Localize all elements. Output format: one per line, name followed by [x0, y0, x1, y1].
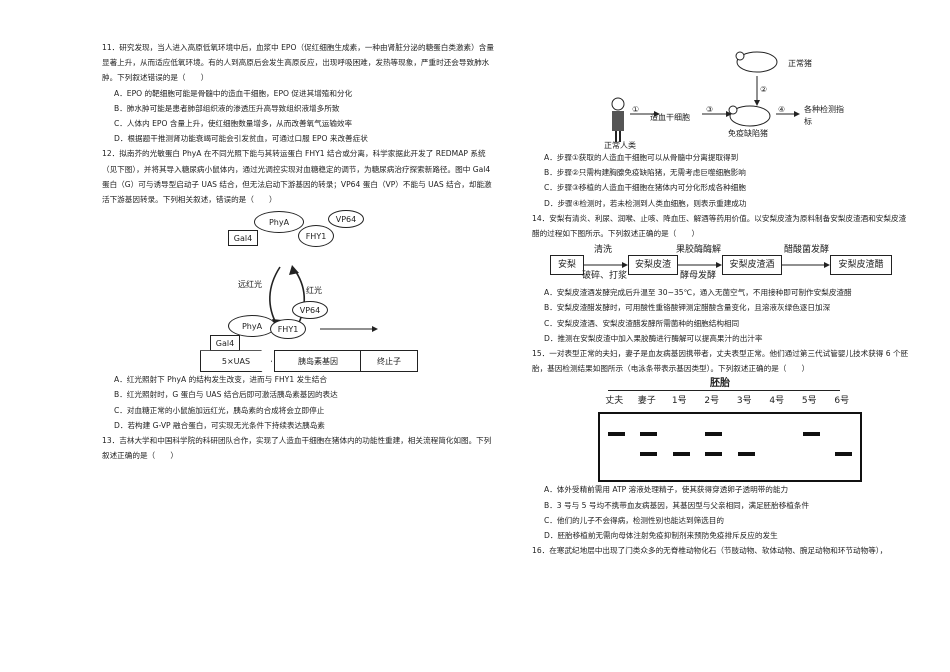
gel-band-top: [705, 432, 723, 437]
embryo-bracket: [608, 390, 840, 399]
lane-label: 6号: [834, 396, 850, 407]
option-d: D．根据题干推测肾功能衰竭可能会引发贫血，可通过口服 EPO 来改善症状: [114, 134, 368, 144]
pear-process-figure: 安梨 清洗 破碎、打浆 安梨皮渣 果胶酶酶解 酵母发酵 安梨皮渣酒 醋酸菌发酵 …: [532, 241, 912, 285]
acetic-label: 醋酸菌发酵: [784, 245, 830, 256]
option-a: A．安梨皮渣酒发酵完成后升温至 30~35℃，通入无菌空气，不用接种即可制作安梨…: [544, 288, 852, 298]
hsc-label: 造血干细胞: [650, 113, 690, 122]
option-b: B．安梨皮渣醋发酵时，可用酸性重铬酸钾测定醋酸含量变化，且溶液灰绿色逐日加深: [544, 303, 831, 313]
question-13: 13．吉林大学和中国科学院的科研团队合作，实现了人造血干细胞在猪体内的功能性重建…: [102, 433, 497, 463]
question-stem: 13．吉林大学和中国科学院的科研团队合作，实现了人造血干细胞在猪体内的功能性重建…: [102, 436, 492, 461]
option-c: C．人体内 EPO 含量上升，使红细胞数量增多，从而改善氧气运输效率: [114, 119, 353, 129]
lane-label: 丈夫: [605, 396, 624, 407]
gel-band-top: [640, 432, 658, 437]
pear-box: 安梨: [550, 255, 584, 276]
transplant-drawing: [611, 51, 800, 142]
red-light-label: 红光: [306, 286, 322, 296]
option-d: D．推测在安梨皮渣中加入果胶酶进行酶解可以提高果汁的出汁率: [544, 333, 763, 343]
question-11: 11．研究发现，当人进入高原低氧环境中后，血浆中 EPO（促红细胞生成素，一种由…: [102, 40, 497, 146]
option-b: B．3 号与 5 号均不携带血友病基因，其基因型与父亲相同，满足胚胎移植条件: [544, 500, 810, 510]
gal4-protein-top: Gal4: [228, 230, 258, 247]
vp64-protein-bottom: VP64: [292, 301, 328, 320]
question-stem: 11．研究发现，当人进入高原低氧环境中后，血浆中 EPO（促红细胞生成素，一种由…: [102, 43, 494, 83]
lane-label: 1号: [671, 396, 687, 407]
redmap-figure: PhyA VP64 FHY1 Gal4 远红光 红光 VP64 PhyA FHY…: [102, 207, 497, 373]
option-a: A．EPO 的靶细胞可能是骨髓中的造血干细胞，EPO 促进其增殖和分化: [114, 88, 353, 98]
far-red-light-label: 远红光: [238, 280, 262, 290]
gel-band-bottom: [672, 452, 690, 457]
phya-protein-top: PhyA: [254, 211, 304, 234]
question-12: 12．拟南芥的光敏蛋白 PhyA 在不同光照下能与其转运蛋白 FHY1 结合或分…: [102, 146, 497, 433]
gal4-protein-bottom: Gal4: [210, 335, 240, 352]
wash-label: 清洗: [594, 245, 613, 256]
step4-label: ④: [778, 105, 786, 114]
step2-label: ②: [760, 85, 768, 94]
right-column: 正常猪 正常人类 ① 造血干细胞 ③ ② 免疫缺陷猪 ④ 各种检测指标 A．步骤…: [532, 42, 912, 558]
gel-band-bottom: [640, 452, 658, 457]
embryo-title: 胚胎: [710, 378, 730, 390]
gel-box: [598, 412, 862, 483]
crush-label: 破碎、打浆: [582, 271, 628, 282]
question-stem: 16．在寒武纪地层中出现了门类众多的无脊椎动物化石（节肢动物、软体动物、腕足动物…: [532, 546, 888, 556]
lane-labels: 丈夫 妻子 1号 2号 3号 4号 5号 6号: [598, 394, 858, 408]
gel-band-top: [607, 432, 625, 437]
normal-pig-label: 正常猪: [788, 59, 812, 68]
option-a: A．红光照射下 PhyA 的结构发生改变，进而与 FHY1 发生结合: [114, 375, 327, 385]
electrophoresis-figure: 胚胎 丈夫 妻子 1号 2号 3号 4号 5号 6号: [532, 376, 912, 483]
option-b: B．红光照射时，G 蛋白与 UAS 结合后即可激活胰岛素基因的表达: [114, 390, 338, 400]
option-c: C．对血糖正常的小鼠施加远红光，胰岛素的合成将会立即停止: [114, 405, 325, 415]
pomace-wine-box: 安梨皮渣酒: [722, 255, 782, 276]
hsc-transplant-figure: 正常猪 正常人类 ① 造血干细胞 ③ ② 免疫缺陷猪 ④ 各种检测指标: [532, 42, 912, 150]
gel-band-top: [802, 432, 820, 437]
lane-label: 5号: [801, 396, 817, 407]
lane-label: 妻子: [637, 396, 656, 407]
option-b: B．肺水肿可能是患者肺部组织液的渗透压升高导致组织液增多所致: [114, 103, 340, 113]
option-c: C．安梨皮渣酒、安梨皮渣醋发酵所需菌种的细胞结构相同: [544, 318, 740, 328]
terminator: 终止子: [360, 350, 418, 373]
option-b: B．步骤②只需构建胸腺免疫缺陷猪，无需考虑巨噬细胞影响: [544, 168, 746, 178]
option-a: A．步骤①获取的人造血干细胞可以从骨髓中分离提取得到: [544, 153, 739, 162]
gel-band-bottom: [705, 452, 723, 457]
option-a: A．体外受精前需用 ATP 溶液处理精子，使其获得穿透卵子透明带的能力: [544, 485, 789, 495]
immunodeficient-pig-label: 免疫缺陷猪: [728, 129, 768, 138]
pomace-vinegar-box: 安梨皮渣醋: [830, 255, 892, 276]
process-arrows: [582, 262, 830, 269]
lane-label: 4号: [769, 396, 785, 407]
yeast-label: 酵母发酵: [680, 271, 717, 282]
question-15: 15．一对表型正常的夫妇，妻子是血友病基因携带者，丈夫表型正常。他们通过第三代试…: [532, 346, 912, 543]
option-d: D．胚胎移植前无需向母体注射免疫抑制剂来预防免疫排斥反应的发生: [544, 531, 778, 541]
normal-human-label: 正常人类: [604, 141, 636, 150]
indices-label: 各种检测指标: [804, 105, 844, 126]
lane-label: 2号: [704, 396, 720, 407]
step1-label: ①: [632, 105, 640, 114]
question-stem: 15．一对表型正常的夫妇，妻子是血友病基因携带者，丈夫表型正常。他们通过第三代试…: [532, 349, 909, 374]
lane-label: 3号: [736, 396, 752, 407]
left-column: 11．研究发现，当人进入高原低氧环境中后，血浆中 EPO（促红细胞生成素，一种由…: [102, 40, 497, 463]
fhy1-protein-bottom: FHY1: [270, 319, 306, 340]
question-stem: 14．安梨有清炎、利尿、润喉、止咳、降血压、解酒等药用价值。以安梨皮渣为原料制备…: [532, 213, 907, 239]
gel-band-bottom: [835, 452, 853, 457]
step3-label: ③: [706, 105, 714, 114]
option-c: C．他们的儿子不会得病，检测性别也能达到筛选目的: [544, 515, 724, 525]
insulin-gene: 胰岛素基因: [274, 350, 362, 373]
gel-band-bottom: [737, 452, 755, 457]
question-stem: 12．拟南芥的光敏蛋白 PhyA 在不同光照下能与其转运蛋白 FHY1 结合或分…: [102, 149, 492, 205]
option-d: D．若构建 G-VP 融合蛋白，可实现无光条件下持续表达胰岛素: [114, 420, 325, 430]
pear-pomace-box: 安梨皮渣: [628, 255, 678, 276]
vp64-protein-top: VP64: [328, 210, 364, 229]
question-16: 16．在寒武纪地层中出现了门类众多的无脊椎动物化石（节肢动物、软体动物、腕足动物…: [532, 543, 912, 558]
uas-promoter: 5×UAS: [200, 350, 272, 373]
option-c: C．步骤③移植的人造血干细胞在猪体内可分化形成各种细胞: [544, 183, 746, 193]
fhy1-protein-top: FHY1: [298, 225, 334, 248]
option-d: D．步骤④检测时，若未检测到人类血细胞，则表示重建成功: [544, 198, 747, 208]
pectinase-label: 果胶酶酶解: [676, 245, 722, 256]
question-14: 14．安梨有清炎、利尿、润喉、止咳、降血压、解酒等药用价值。以安梨皮渣为原料制备…: [532, 211, 912, 346]
